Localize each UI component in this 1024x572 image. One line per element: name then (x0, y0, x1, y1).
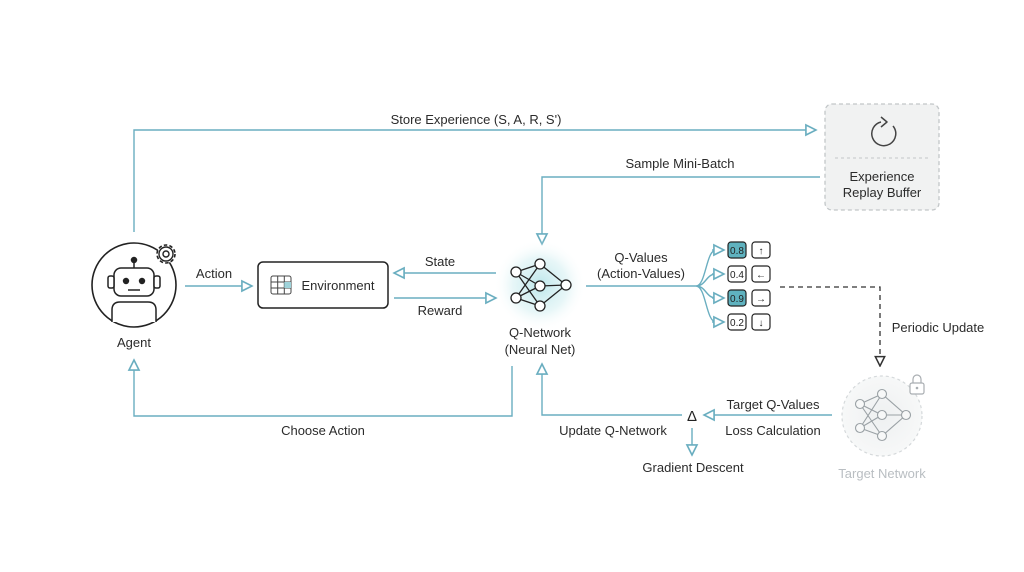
neural-net-icon (510, 258, 572, 312)
target-q-values-label: Target Q-Values (727, 397, 820, 412)
q-values-label-2: (Action-Values) (597, 266, 685, 281)
reward-label: Reward (418, 303, 463, 318)
q-value-1: 0.8 (730, 246, 744, 257)
periodic-update-arrow (780, 286, 880, 366)
target-network-label: Target Network (838, 466, 926, 481)
lock-icon (909, 374, 925, 395)
arrow-left-icon: ← (756, 270, 766, 281)
store-experience-arrow (133, 130, 816, 232)
update-q-network-arrow (542, 364, 682, 416)
choose-action-arrow (134, 360, 513, 417)
target-neural-net-icon (854, 388, 912, 442)
gradient-descent-label: Gradient Descent (642, 460, 744, 475)
sample-mini-batch-arrow (542, 176, 820, 244)
q-value-2: 0.4 (730, 270, 744, 281)
sample-mini-batch-label: Sample Mini-Batch (625, 156, 734, 171)
replay-buffer-label: Experience (849, 169, 914, 184)
choose-action-label: Choose Action (281, 423, 365, 438)
q-values-branches (695, 249, 717, 323)
robot-icon (107, 256, 161, 322)
environment-label: Environment (302, 278, 375, 293)
q-value-3: 0.9 (730, 294, 744, 305)
agent-node (91, 242, 177, 328)
target-network-node (841, 374, 925, 457)
environment-node: Environment (257, 261, 389, 309)
update-q-network-label: Update Q-Network (559, 423, 667, 438)
q-network-label: Q-Network (509, 325, 572, 340)
state-label: State (425, 254, 455, 269)
q-value-item-2: 0.4 ← (727, 265, 771, 283)
periodic-update-label: Periodic Update (892, 320, 985, 335)
store-experience-label: Store Experience (S, A, R, S') (391, 112, 562, 127)
action-label: Action (196, 266, 232, 281)
arrow-up-icon: ↑ (759, 246, 764, 257)
refresh-icon (871, 116, 897, 147)
loss-calculation-label: Loss Calculation (725, 423, 820, 438)
arrow-down-icon: ↓ (759, 318, 764, 329)
q-value-list: 0.8 ↑ 0.4 ← 0.9 → 0.2 ↓ (727, 241, 771, 331)
replay-buffer-sublabel: Replay Buffer (843, 185, 922, 200)
replay-buffer-node: Experience Replay Buffer (824, 103, 940, 211)
q-values-label-1: Q-Values (614, 250, 668, 265)
agent-label: Agent (117, 335, 151, 350)
q-network-sublabel: (Neural Net) (505, 342, 576, 357)
gear-icon (156, 244, 176, 264)
q-value-item-4: 0.2 ↓ (727, 313, 771, 331)
arrow-right-icon: → (756, 294, 766, 305)
q-value-item-1: 0.8 ↑ (727, 241, 771, 259)
q-value-4: 0.2 (730, 318, 744, 329)
loss-delta-symbol: Δ (687, 408, 697, 425)
grid-icon (270, 275, 292, 295)
q-network-node (494, 239, 586, 331)
q-value-item-3: 0.9 → (727, 289, 771, 307)
